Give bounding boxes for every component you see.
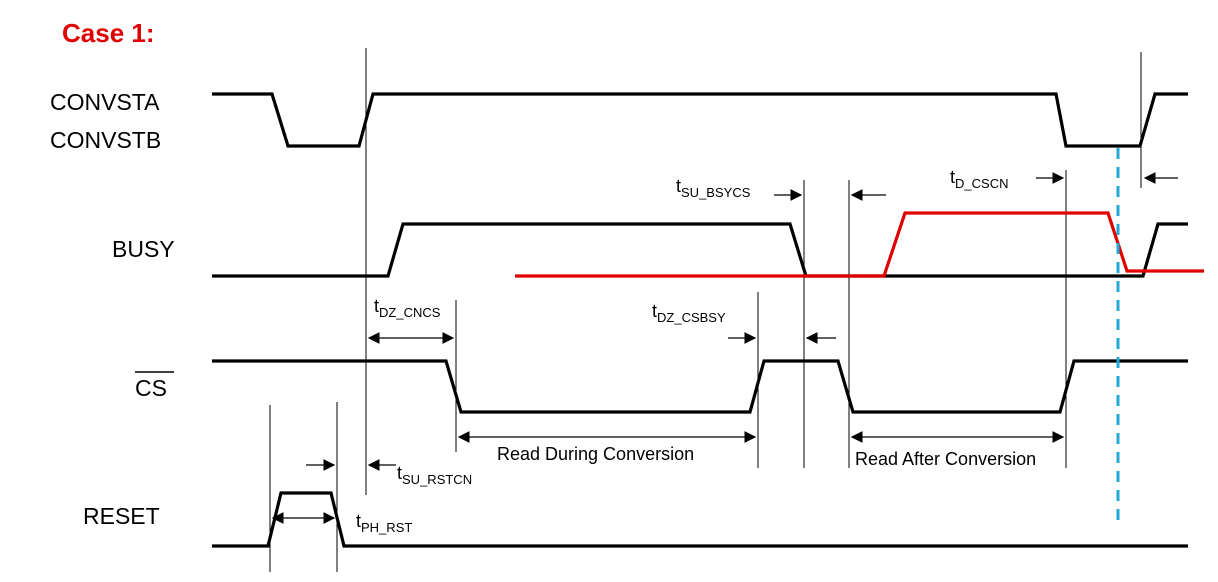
td-cscn-label: tD_CSCN bbox=[950, 167, 1008, 191]
read-during-label: Read During Conversion bbox=[497, 444, 694, 464]
busy-label: BUSY bbox=[112, 236, 175, 262]
tdz-csbsy-label: tDZ_CSBSY bbox=[652, 301, 726, 325]
busy-waveform bbox=[212, 222, 1188, 278]
cs-waveform bbox=[212, 359, 1188, 414]
tsu-rstcn-label: tSU_RSTCN bbox=[397, 463, 472, 487]
case-title: Case 1: bbox=[62, 18, 155, 48]
cs-label: CS bbox=[135, 375, 167, 401]
reset-waveform bbox=[212, 491, 1188, 548]
reset-label: RESET bbox=[83, 503, 160, 529]
convstb-label: CONVSTB bbox=[50, 127, 161, 153]
read-after-label: Read After Conversion bbox=[855, 449, 1036, 469]
red-busy-annotation bbox=[515, 211, 1204, 278]
tdz-cncs-label: tDZ_CNCS bbox=[374, 296, 441, 320]
tsu-bsycs-label: tSU_BSYCS bbox=[676, 176, 751, 200]
convst-waveform bbox=[212, 92, 1188, 148]
convsta-label: CONVSTA bbox=[50, 89, 160, 115]
tph-rst-label: tPH_RST bbox=[356, 511, 412, 535]
